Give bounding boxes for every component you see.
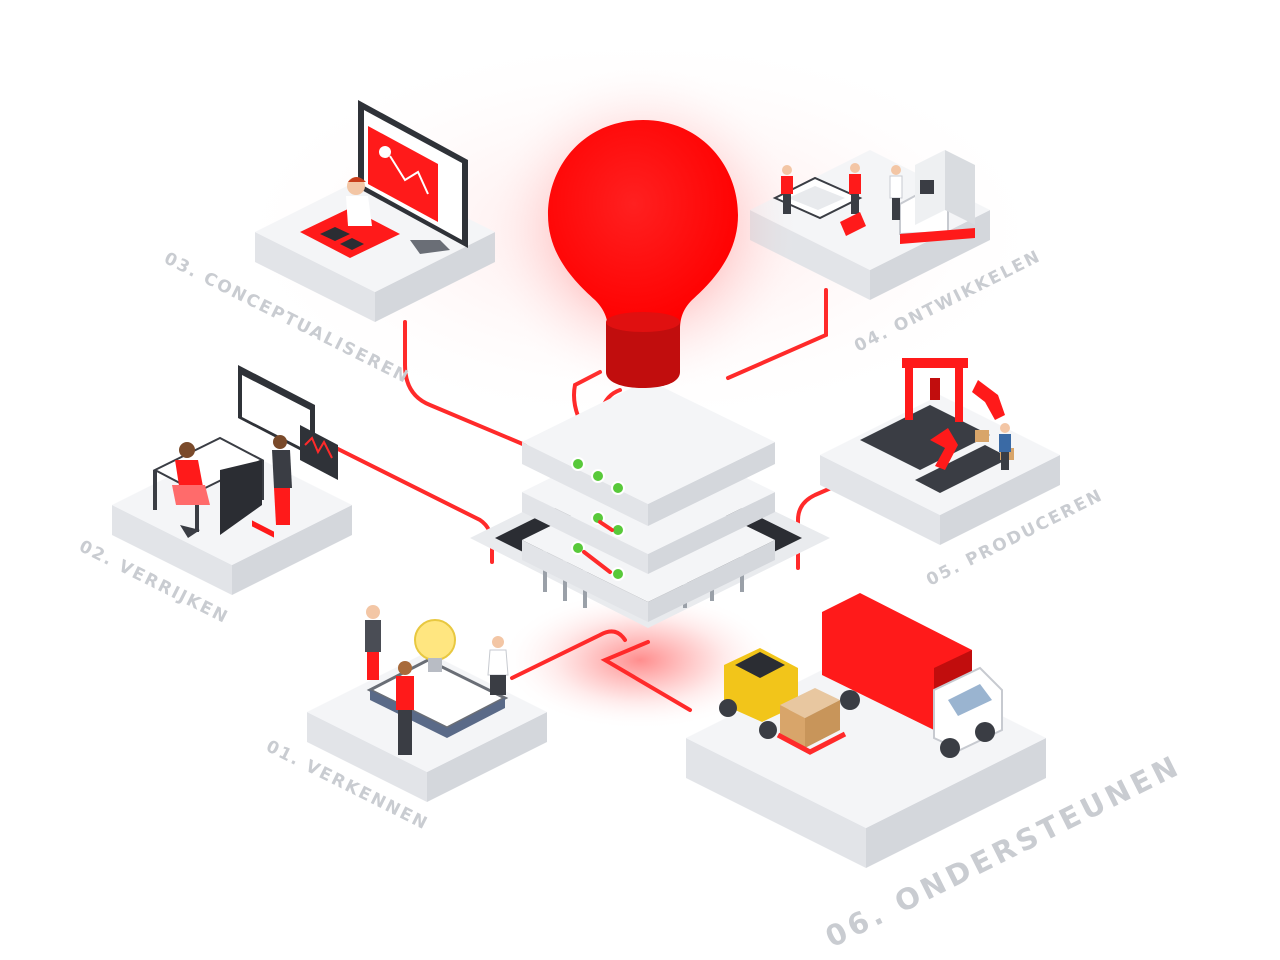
- forklift-truck-icon: [719, 593, 1003, 758]
- wire-05: [796, 483, 840, 570]
- server-layer-1: [522, 380, 775, 526]
- wire-04: [726, 288, 828, 380]
- robot-production-line-icon: [860, 358, 1014, 493]
- design-monitor-icon: [300, 100, 468, 258]
- wire-03: [403, 320, 527, 447]
- wire-06: [600, 640, 692, 712]
- server-ports: [571, 457, 625, 581]
- lightbulb-icon: [548, 120, 738, 388]
- hub-bottom-glow: [500, 590, 780, 730]
- central-hub: [470, 60, 830, 628]
- lab-prototype-icon: [772, 150, 975, 244]
- wire-01: [510, 629, 627, 680]
- wire-02: [328, 443, 494, 564]
- people-lightbulb-table-icon: [365, 605, 509, 755]
- desk-dashboard-icon: [152, 365, 338, 538]
